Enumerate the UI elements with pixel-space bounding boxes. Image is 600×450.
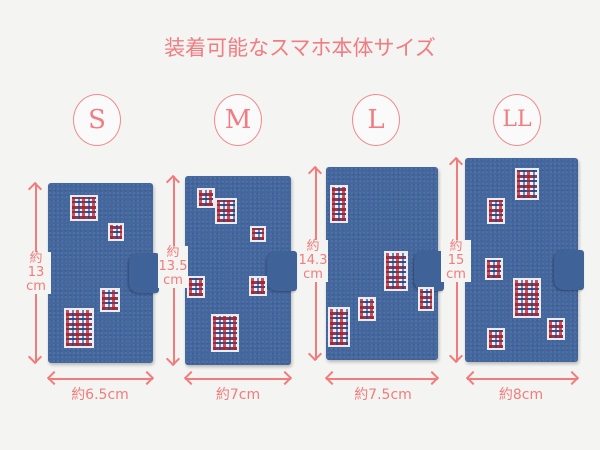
plaid-patch [108, 223, 124, 241]
size-badge-s: S [73, 94, 121, 146]
plaid-patch [487, 328, 505, 350]
plaid-patch [547, 318, 565, 340]
clasp-tab [267, 251, 297, 291]
plaid-patch [384, 251, 408, 291]
plaid-patch [211, 314, 239, 352]
phone-case-s [48, 183, 159, 363]
width-label-s: 約6.5cm [71, 387, 129, 403]
width-label-l: 約7.5cm [354, 387, 412, 403]
plaid-patch [358, 297, 376, 321]
phone-case-ll [465, 158, 584, 362]
plaid-patch [330, 185, 348, 223]
clasp-tab [554, 250, 584, 290]
height-unit: cm [26, 279, 46, 294]
plaid-patch [418, 287, 434, 311]
size-badge-l: L [352, 94, 400, 146]
height-label-s: 約 13 cm [21, 252, 51, 294]
size-badge-m: M [214, 94, 262, 146]
width-arrow-s [48, 378, 153, 380]
height-unit: cm [163, 273, 183, 288]
height-prefix: 約 [166, 245, 180, 260]
height-value: 14.3 [298, 253, 328, 268]
plaid-patch [70, 195, 98, 221]
plaid-patch [250, 226, 266, 242]
phone-case-l [326, 167, 444, 360]
height-prefix: 約 [29, 251, 43, 266]
plaid-patch [197, 188, 215, 208]
clasp-tab [414, 251, 444, 291]
plaid-patch [485, 258, 503, 280]
height-label-m: 約 13.5 cm [158, 246, 188, 288]
plaid-patch [64, 308, 94, 348]
height-label-ll: 約 15 cm [441, 240, 471, 282]
width-label-ll: 約8cm [498, 387, 544, 403]
height-prefix: 約 [449, 239, 463, 254]
plaid-patch [515, 168, 539, 200]
plaid-patch [487, 198, 505, 224]
height-value: 15 [447, 253, 465, 268]
page-title: 装着可能なスマホ本体サイズ [164, 36, 436, 60]
plaid-patch [215, 198, 237, 224]
width-arrow-ll [467, 378, 578, 380]
phone-case-m [185, 176, 297, 365]
height-prefix: 約 [306, 239, 320, 254]
width-arrow-l [326, 378, 438, 380]
clasp-tab [129, 253, 159, 293]
height-value: 13 [27, 265, 45, 280]
height-unit: cm [446, 267, 466, 282]
plaid-patch [187, 276, 205, 298]
height-label-l: 約 14.3 cm [298, 240, 328, 282]
height-unit: cm [303, 267, 323, 282]
plaid-patch [100, 288, 120, 312]
plaid-patch [328, 307, 350, 347]
plaid-patch [249, 276, 267, 296]
width-label-m: 約7cm [215, 387, 261, 403]
plaid-patch [513, 278, 541, 318]
size-badge-ll: LL [493, 94, 541, 146]
width-arrow-m [185, 378, 291, 380]
height-value: 13.5 [158, 259, 188, 274]
